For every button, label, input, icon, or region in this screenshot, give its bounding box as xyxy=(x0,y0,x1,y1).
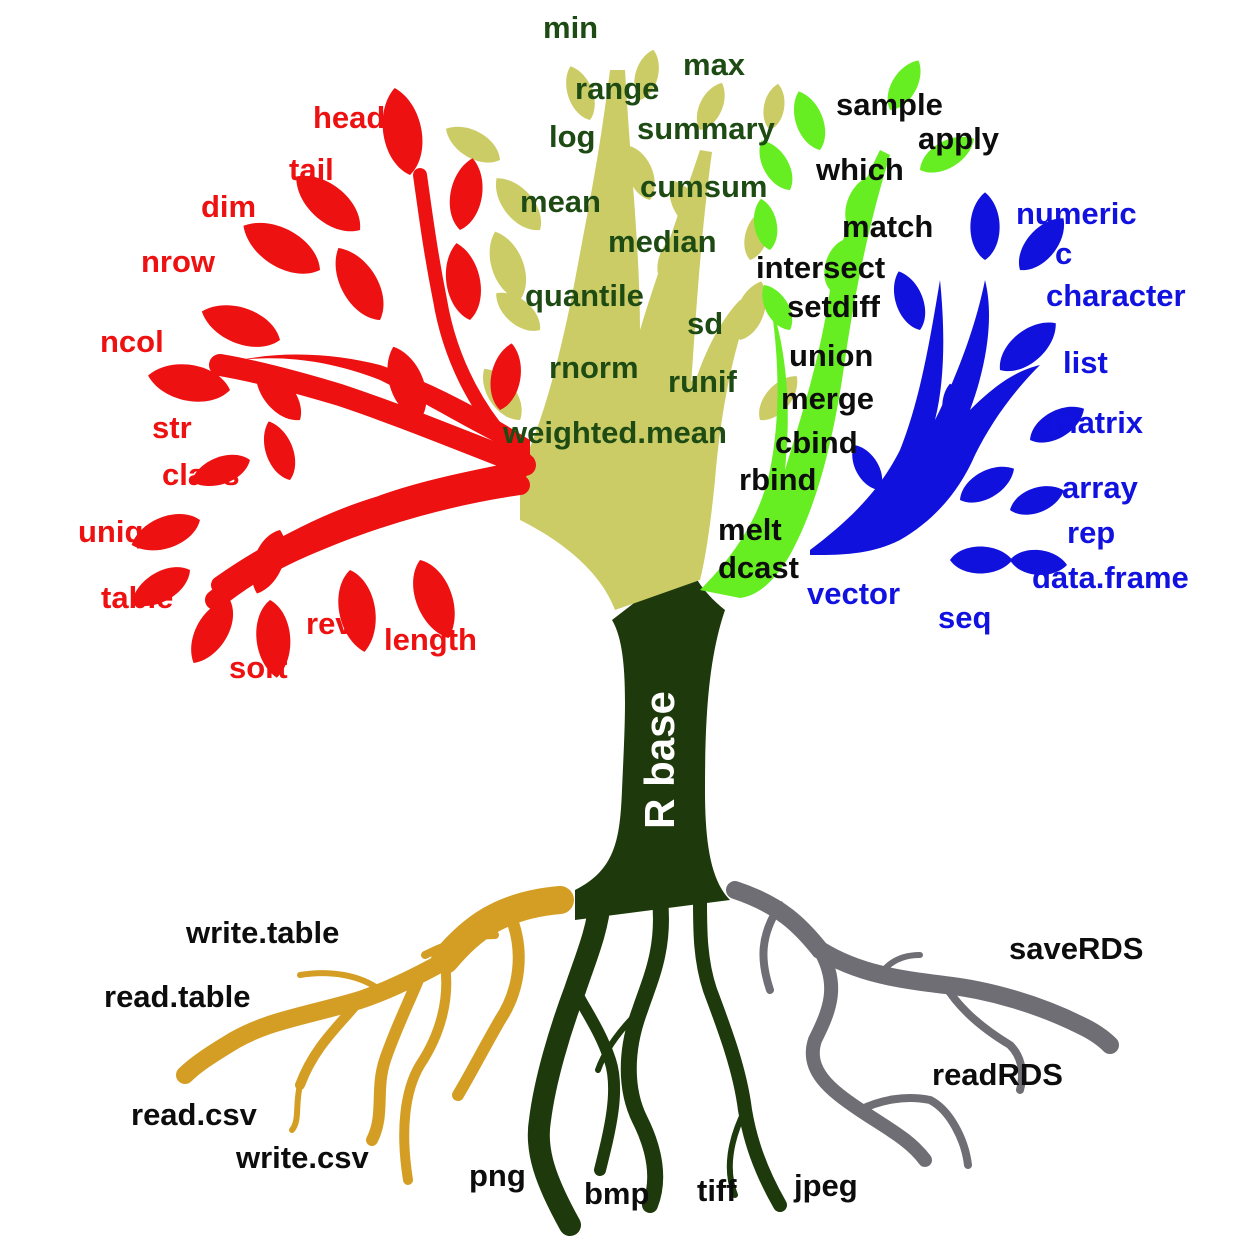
label-c: c xyxy=(1055,236,1073,271)
label-unique: unique xyxy=(78,514,180,549)
label-length: length xyxy=(384,622,477,657)
label-union: union xyxy=(789,338,874,373)
label-rbind: rbind xyxy=(739,462,817,497)
label-saveRDS: saveRDS xyxy=(1009,931,1144,966)
trunk xyxy=(575,560,730,920)
label-head: head xyxy=(313,100,386,135)
label-vector: vector xyxy=(807,576,901,611)
label-readRDS: readRDS xyxy=(932,1057,1063,1092)
label-sd: sd xyxy=(687,306,724,341)
label-write-table: write.table xyxy=(186,915,340,950)
label-ncol: ncol xyxy=(100,324,164,359)
green-branch xyxy=(700,54,981,598)
label-character: character xyxy=(1046,278,1186,313)
label-tiff: tiff xyxy=(697,1173,737,1208)
label-sample: sample xyxy=(836,87,943,122)
label-read-table: read.table xyxy=(104,979,251,1014)
label-median: median xyxy=(608,224,717,259)
label-list: list xyxy=(1063,345,1108,380)
label-tail: tail xyxy=(289,152,334,187)
label-min: min xyxy=(543,10,599,45)
label-str: str xyxy=(152,410,192,445)
label-mean: mean xyxy=(520,184,601,219)
label-cumsum: cumsum xyxy=(640,169,768,204)
red-branch xyxy=(124,84,536,680)
label-summary: summary xyxy=(637,111,775,146)
label-write-csv: write.csv xyxy=(236,1140,369,1175)
label-seq: seq xyxy=(938,600,992,635)
label-jpeg: jpeg xyxy=(794,1168,858,1203)
label-match: match xyxy=(842,209,934,244)
gray-roots xyxy=(726,881,1119,1169)
label-array: array xyxy=(1062,470,1138,505)
label-dcast: dcast xyxy=(718,550,799,585)
label-apply: apply xyxy=(918,121,999,156)
label-rep: rep xyxy=(1067,515,1116,550)
label-matrix: matrix xyxy=(1050,405,1144,440)
label-read-csv: read.csv xyxy=(131,1097,257,1132)
label-png: png xyxy=(469,1158,526,1193)
trunk-label: R base xyxy=(636,691,683,829)
label-runif: runif xyxy=(668,364,737,399)
label-max: max xyxy=(683,47,746,82)
label-which: which xyxy=(816,152,904,187)
label-bmp: bmp xyxy=(584,1176,650,1211)
label-dim: dim xyxy=(201,189,257,224)
label-rev: rev xyxy=(306,606,353,641)
label-sort: sort xyxy=(229,650,288,685)
label-data-frame: data.frame xyxy=(1032,560,1189,595)
label-table: table xyxy=(101,580,174,615)
label-range: range xyxy=(575,71,660,106)
label-weighted-mean: weighted.mean xyxy=(503,415,727,450)
blue-branch xyxy=(810,192,1091,578)
label-setdiff: setdiff xyxy=(787,289,880,324)
label-cbind: cbind xyxy=(775,425,858,460)
label-log: log xyxy=(549,119,596,154)
label-melt: melt xyxy=(718,512,782,547)
label-quantile: quantile xyxy=(525,278,644,313)
label-class: class xyxy=(162,457,240,492)
label-rnorm: rnorm xyxy=(549,350,639,385)
dark-roots xyxy=(527,889,787,1236)
label-numeric: numeric xyxy=(1016,196,1137,231)
label-merge: merge xyxy=(781,381,875,416)
gold-roots xyxy=(176,886,574,1185)
label-nrow: nrow xyxy=(141,244,216,279)
label-intersect: intersect xyxy=(756,250,886,285)
olive-branch xyxy=(439,46,807,610)
